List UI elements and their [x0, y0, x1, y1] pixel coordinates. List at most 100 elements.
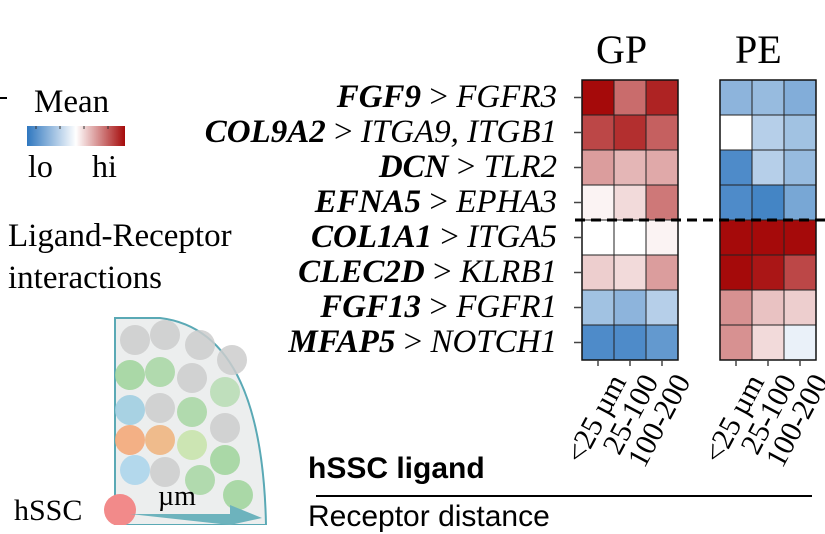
heatmap-cell-pe-r4-c0	[719, 219, 753, 256]
heatmap-cell-pe-r7-c1	[751, 324, 785, 361]
pair-separator: >	[421, 184, 457, 220]
heatmap-cell-gp-r3-c1	[613, 184, 647, 221]
heatmap-cell-pe-r5-c2	[783, 254, 817, 291]
row-label: FGF9 > FGFR3	[337, 81, 557, 114]
heatmap-cell-gp-r5-c2	[645, 254, 679, 291]
cell-blob-8	[115, 395, 145, 425]
cell-blob-12	[115, 425, 145, 455]
heatmap-cell-pe-r0-c2	[783, 79, 817, 116]
heatmap-cell-pe-r3-c1	[751, 184, 785, 221]
cell-blob-14	[177, 430, 207, 460]
cell-blob-4	[115, 360, 145, 390]
panel-title-gp: GP	[596, 27, 648, 72]
row-label: COL1A1 > ITGA5	[311, 221, 557, 254]
cell-blob-0	[120, 325, 150, 355]
ligand-label: FGF9	[336, 79, 422, 115]
cell-blob-1	[150, 320, 180, 350]
heatmap-cell-gp-r6-c2	[645, 289, 679, 326]
ligand-label: COL9A2	[204, 114, 326, 150]
pair-separator: >	[448, 149, 484, 185]
heatmap-cell-gp-r4-c2	[645, 219, 679, 256]
ligand-label: EFNA5	[314, 184, 422, 220]
cell-blob-5	[145, 357, 175, 387]
heatmap-cell-gp-r6-c1	[613, 289, 647, 326]
pair-separator: >	[421, 289, 457, 325]
hssc-fragment: hSSC	[14, 494, 83, 527]
heatmap-cell-gp-r0-c1	[613, 79, 647, 116]
cell-blob-9	[145, 393, 175, 423]
ligand-label: DCN	[378, 149, 449, 185]
heatmap-cell-gp-r5-c0	[581, 254, 615, 291]
y-side-label-2: interactions	[8, 260, 162, 296]
heatmap-cell-gp-r1-c0	[581, 114, 615, 151]
heatmap-cell-gp-r2-c1	[613, 149, 647, 186]
receptor-label: KLRB1	[459, 254, 557, 290]
heatmap-cell-gp-r2-c2	[645, 149, 679, 186]
cell-blob-2	[185, 330, 215, 360]
receptor-label: NOTCH1	[430, 324, 557, 360]
heatmap-cell-gp-r6-c0	[581, 289, 615, 326]
ligand-label: COL1A1	[311, 219, 433, 255]
receptor-label: ITGA5	[467, 219, 557, 255]
receptor-label: FGFR3	[456, 79, 557, 115]
panel-title-pe: PE	[735, 27, 782, 72]
pair-separator: >	[395, 324, 431, 360]
heatmap-cell-pe-r0-c1	[751, 79, 785, 116]
heatmap-cell-pe-r2-c2	[783, 149, 817, 186]
heatmap-cell-pe-r1-c1	[751, 114, 785, 151]
heatmap-cell-pe-r0-c0	[719, 79, 753, 116]
legend-low-label: lo	[28, 148, 53, 184]
cell-blob-17	[150, 457, 180, 487]
cell-blob-10	[177, 397, 207, 427]
heatmap-cell-gp-r2-c0	[581, 149, 615, 186]
cell-blob-7	[210, 377, 240, 407]
heatmap-cell-gp-r3-c2	[645, 184, 679, 221]
heatmap-cell-gp-r4-c1	[613, 219, 647, 256]
cell-blob-3	[217, 345, 247, 375]
heatmap-cell-pe-r2-c1	[751, 149, 785, 186]
receptor-label: FGFR1	[456, 289, 557, 325]
legend-high-label: hi	[92, 148, 117, 184]
heatmap-cell-gp-r3-c0	[581, 184, 615, 221]
heatmap-cell-gp-r5-c1	[613, 254, 647, 291]
receptor-label: EPHA3	[456, 184, 557, 220]
row-label: EFNA5 > EPHA3	[315, 186, 557, 219]
y-side-label-1: Ligand-Receptor	[8, 218, 232, 254]
cell-blob-16	[120, 455, 150, 485]
heatmap-cell-pe-r6-c2	[783, 289, 817, 326]
heatmap-cell-pe-r5-c1	[751, 254, 785, 291]
receptor-label: ITGA9, ITGB1	[360, 114, 557, 150]
row-label: FGF13 > FGFR1	[320, 291, 557, 324]
heatmap-cell-pe-r5-c0	[719, 254, 753, 291]
cell-blob-6	[177, 363, 207, 393]
heatmap-cell-pe-r4-c2	[783, 219, 817, 256]
row-label: MFAP5 > NOTCH1	[288, 326, 557, 359]
pair-separator: >	[325, 114, 361, 150]
legend-title: Mean	[34, 84, 110, 120]
heatmap-cell-pe-r6-c1	[751, 289, 785, 326]
pair-separator: >	[432, 219, 468, 255]
x-axis-title-ligand: hSSC ligand	[308, 452, 485, 485]
distance-arrow	[130, 505, 262, 525]
x-axis-title-distance: Receptor distance	[308, 500, 550, 533]
heatmap-cell-gp-r1-c2	[645, 114, 679, 151]
heatmap-cell-gp-r0-c0	[581, 79, 615, 116]
heatmap-cell-gp-r7-c0	[581, 324, 615, 361]
heatmap-cell-pe-r1-c0	[719, 114, 753, 151]
heatmap-cell-gp-r4-c0	[581, 219, 615, 256]
heatmap-cell-pe-r6-c0	[719, 289, 753, 326]
heatmap-cell-gp-r0-c2	[645, 79, 679, 116]
heatmap-cell-pe-r3-c0	[719, 184, 753, 221]
ligand-label: CLEC2D	[298, 254, 425, 290]
hssc-cell	[104, 494, 136, 525]
receptor-label: TLR2	[483, 149, 557, 185]
cell-blob-15	[210, 445, 240, 475]
ligand-label: MFAP5	[288, 324, 396, 360]
cell-blob-13	[145, 425, 175, 455]
pair-separator: >	[421, 79, 457, 115]
heatmap-cell-pe-r4-c1	[751, 219, 785, 256]
row-label: DCN > TLR2	[379, 151, 557, 184]
pair-separator: >	[424, 254, 460, 290]
heatmap-cell-pe-r2-c0	[719, 149, 753, 186]
um-fragment: µm	[158, 481, 196, 512]
